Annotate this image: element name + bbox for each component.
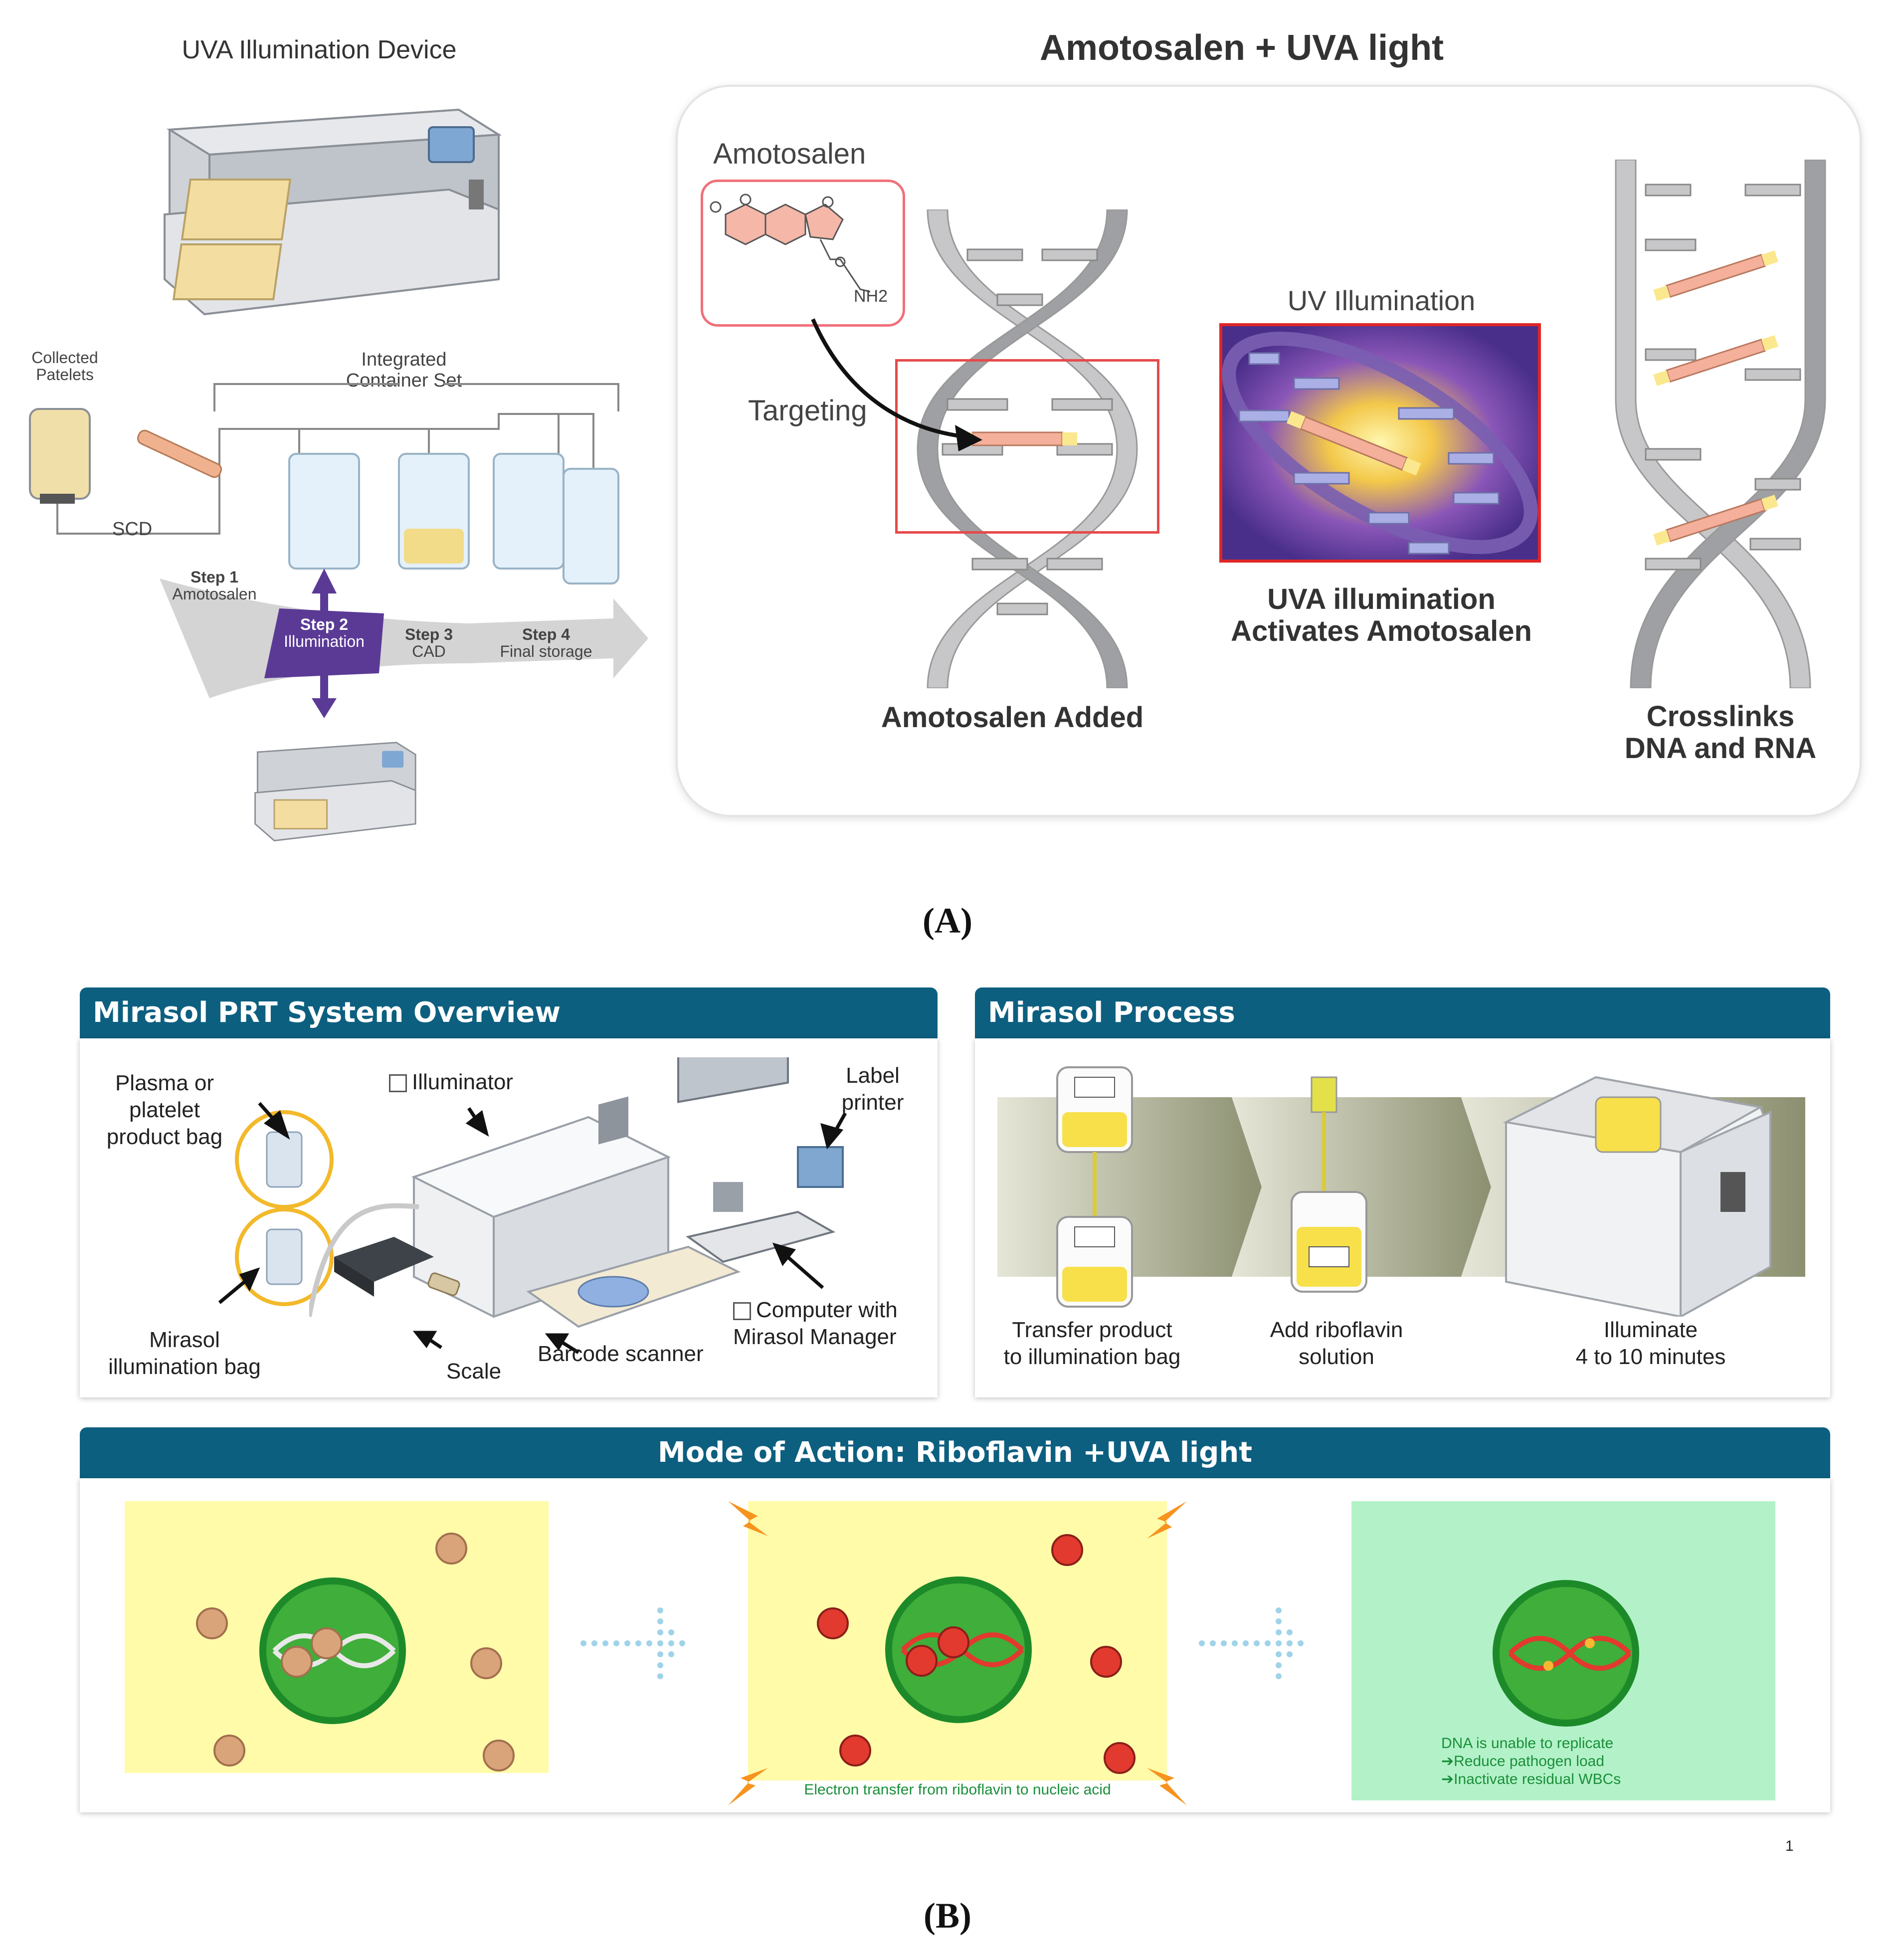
amotosalen-label: Amotosalen	[713, 138, 866, 170]
dotted-arrow-1	[580, 1607, 685, 1679]
device-title: UVA Illumination Device	[182, 35, 457, 64]
small-illumination-device	[254, 742, 416, 842]
step-4: Step 4 Final storage	[500, 625, 592, 660]
amotosalen-molecule-box	[701, 180, 905, 327]
uva-illumination-device	[164, 108, 502, 316]
amotosalen-added-label: Amotosalen Added	[881, 701, 1144, 734]
crosslinks-label: Crosslinks DNA and RNA	[1624, 700, 1817, 765]
computer-label: Computer with Mirasol Manager	[733, 1298, 898, 1349]
amotosalen-panel-title: Amotosalen + UVA light	[1039, 28, 1444, 68]
illuminator-label: Illuminator	[389, 1070, 513, 1095]
process-step-1-label: Transfer product to illumination bag	[1003, 1318, 1181, 1369]
container-set-bracket	[213, 383, 619, 411]
targeting-label: Targeting	[748, 394, 867, 427]
uva-activates-caption: UVA illumination Activates Amotosalen	[1231, 583, 1532, 647]
container-set-label: Integrated Container Set	[346, 349, 462, 391]
mode-stage-2	[728, 1501, 1187, 1805]
process-step-3-label: Illuminate 4 to 10 minutes	[1575, 1318, 1726, 1369]
electron-transfer-text: Electron transfer from riboflavin to nuc…	[804, 1781, 1111, 1798]
dna-helix-crosslinked	[1615, 160, 1826, 688]
plasma-bag-label: Plasma or platelet product bag	[106, 1071, 223, 1149]
mode-of-action-header: Mode of Action: Riboflavin +UVA light	[80, 1427, 1830, 1478]
mirasol-system-illustration	[309, 1057, 844, 1328]
scd-label: SCD	[112, 519, 153, 540]
overview-header: Mirasol PRT System Overview	[80, 987, 938, 1038]
caption-b: (B)	[924, 1896, 971, 1936]
dotted-arrow-2	[1199, 1607, 1304, 1679]
uv-illumination-image	[1219, 323, 1541, 563]
uv-illumination-label: UV Illumination	[1287, 285, 1476, 316]
step-3: Step 3 CAD	[404, 625, 453, 660]
targeting-arrow	[811, 318, 982, 451]
amotosalen-molecule	[710, 194, 871, 293]
label-printer-label: Label printer	[841, 1063, 904, 1115]
process-bags	[1056, 1066, 1771, 1317]
process-step-2-label: Add riboflavin solution	[1270, 1318, 1403, 1369]
collected-platelets-label: Collected Patelets	[31, 349, 98, 384]
caption-a: (A)	[923, 901, 972, 941]
process-steps-arrow	[160, 569, 648, 718]
page-number: 1	[1785, 1838, 1794, 1854]
process-header: Mirasol Process	[975, 987, 1830, 1038]
step-2: Step 2 Illumination	[284, 615, 365, 650]
overview-arrows	[218, 1102, 847, 1354]
step-1: Step 1 Amotosalen	[172, 568, 257, 603]
illuminator-icon	[389, 1074, 407, 1093]
mode-stage-1	[125, 1501, 549, 1773]
container-set-diagram	[29, 408, 619, 585]
mode-stage-3	[1351, 1501, 1775, 1800]
targeting-highlight-box	[895, 359, 1159, 534]
computer-icon	[733, 1302, 751, 1321]
mirasol-bag-label: Mirasol illumination bag	[108, 1328, 261, 1379]
scale-label: Scale	[446, 1359, 502, 1383]
dna-unable-text: DNA is unable to replicate ➔Reduce patho…	[1441, 1735, 1621, 1787]
barcode-scanner-label: Barcode scanner	[538, 1342, 704, 1366]
bag-circles	[235, 1110, 334, 1306]
nh2-label: NH2	[854, 287, 888, 306]
